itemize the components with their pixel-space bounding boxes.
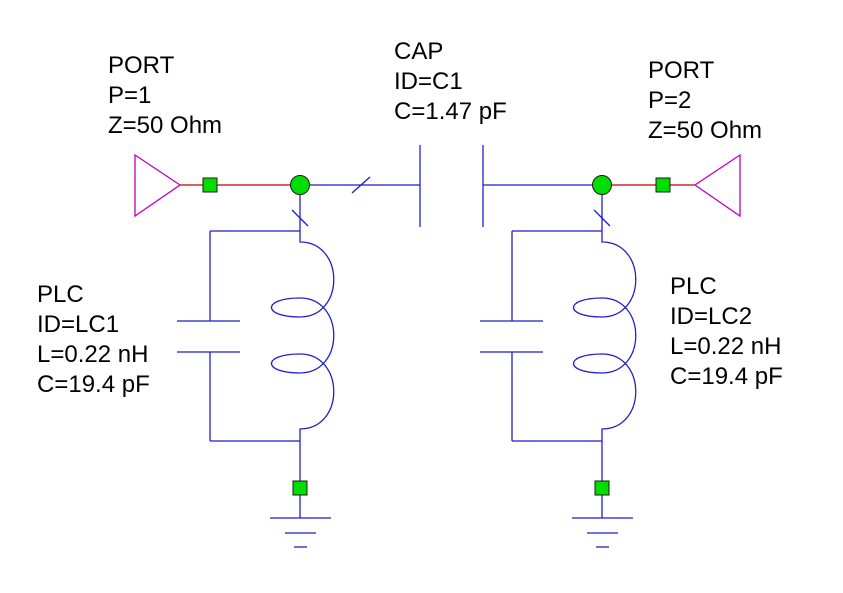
port-2[interactable]: [602, 153, 741, 218]
cap-c1-pin-tick: [351, 176, 371, 194]
plc-lc1-inductance: L=0.22 nH: [37, 341, 148, 368]
port-2-terminal[interactable]: [655, 177, 671, 193]
lc2-ground-terminal[interactable]: [594, 480, 610, 496]
port-1-terminal[interactable]: [202, 177, 218, 193]
port-2-type: PORT: [648, 57, 715, 84]
port-2-impedance: Z=50 Ohm: [648, 117, 762, 144]
lc2-pin-tick: [593, 209, 611, 227]
capacitor-c1[interactable]: [300, 145, 602, 227]
cap-c1-type: CAP: [394, 38, 443, 65]
port-2-label: PORT P=2 Z=50 Ohm: [648, 57, 762, 144]
plc-lc1-id: ID=LC1: [37, 311, 119, 338]
lc2-inductor-coil: [572, 231, 637, 441]
plc-lc2[interactable]: [480, 185, 637, 548]
lc1-ground-terminal[interactable]: [292, 480, 308, 496]
plc-lc2-label: PLC ID=LC2 L=0.22 nH C=19.4 pF: [670, 273, 783, 390]
junction-node-left[interactable]: [290, 175, 310, 195]
port-1-number: P=1: [108, 82, 151, 109]
plc-lc2-inductance: L=0.22 nH: [670, 333, 781, 360]
port-1-label: PORT P=1 Z=50 Ohm: [108, 52, 222, 139]
plc-lc1[interactable]: [177, 185, 335, 548]
port-2-symbol: [693, 153, 741, 218]
cap-c1-id: ID=C1: [394, 68, 463, 95]
lc1-pin-tick: [291, 209, 309, 227]
cap-c1-label: CAP ID=C1 C=1.47 pF: [394, 38, 507, 125]
plc-lc2-capacitance: C=19.4 pF: [670, 363, 783, 390]
plc-lc1-type: PLC: [37, 281, 84, 308]
lc1-inductor-coil: [270, 231, 335, 441]
plc-lc2-id: ID=LC2: [670, 303, 752, 330]
junction-node-right[interactable]: [592, 175, 612, 195]
plc-lc1-capacitance: C=19.4 pF: [37, 371, 150, 398]
port-1-impedance: Z=50 Ohm: [108, 112, 222, 139]
cap-c1-capacitance: C=1.47 pF: [394, 98, 507, 125]
port-1-type: PORT: [108, 52, 175, 79]
plc-lc1-label: PLC ID=LC1 L=0.22 nH C=19.4 pF: [37, 281, 150, 398]
port-2-number: P=2: [648, 87, 691, 114]
plc-lc2-type: PLC: [670, 273, 717, 300]
port-1[interactable]: [134, 153, 300, 218]
port-1-symbol: [134, 153, 182, 218]
